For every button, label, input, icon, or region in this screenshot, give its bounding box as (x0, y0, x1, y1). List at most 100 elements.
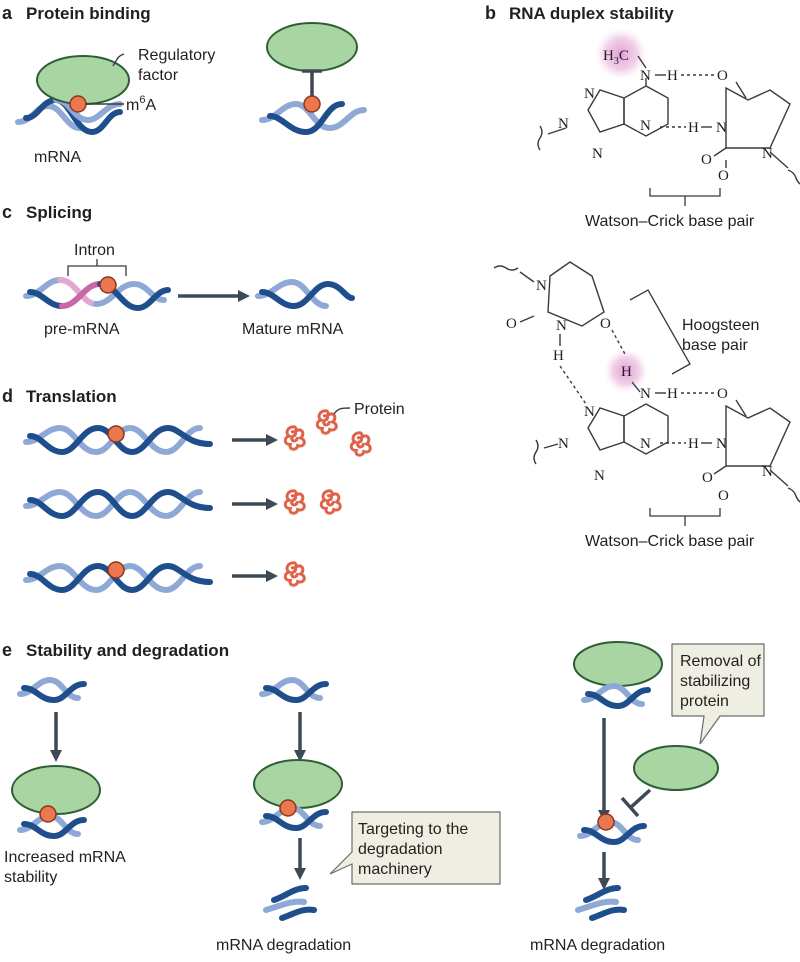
watson-crick-label-1: Watson–Crick base pair (585, 213, 755, 230)
mrna-strand-a2 (259, 100, 367, 136)
removal-callout (671, 643, 765, 745)
svg-text:N: N (584, 86, 595, 102)
targeting-label-3: machinery (358, 861, 432, 878)
panel-e: e Stability and degradation Increased mR… (2, 640, 765, 954)
panel-title-b: RNA duplex stability (509, 4, 674, 23)
mrna-label-a: mRNA (34, 149, 81, 166)
panel-letter-a: a (2, 3, 13, 23)
wc-bracket-2 (649, 508, 721, 517)
adenine-bottom: N H O N N N N H (533, 381, 728, 484)
hoogsteen-label-1: Hoogsteen (682, 317, 759, 334)
intron-bracket (67, 265, 127, 276)
translation-row-1 (23, 409, 372, 457)
panel-letter-c: c (2, 202, 12, 222)
m6a-marker-d3 (107, 561, 125, 579)
svg-text:H: H (553, 348, 564, 364)
increased-label-2: stability (4, 869, 57, 886)
m6a-marker-a2 (303, 95, 321, 113)
uracil-bottom: N N O O (702, 399, 800, 504)
svg-text:H: H (667, 68, 678, 84)
wc-bracket-1 (649, 188, 721, 197)
splice-arrowhead (238, 290, 250, 302)
svg-text:O: O (718, 488, 729, 504)
regulatory-factor-a2 (266, 22, 358, 72)
protein-leader (333, 407, 351, 415)
factor-leader (112, 53, 125, 67)
svg-text:N: N (594, 468, 605, 484)
svg-text:O: O (506, 316, 517, 332)
svg-text:N: N (558, 116, 569, 132)
targeting-callout (329, 811, 501, 885)
targeting-label-2: degradation (358, 841, 443, 858)
panel-letter-b: b (485, 3, 496, 23)
svg-text:O: O (717, 68, 728, 84)
svg-text:N: N (640, 436, 651, 452)
svg-text:O: O (718, 168, 729, 184)
svg-text:H: H (667, 386, 678, 402)
hoogsteen-glow (604, 349, 648, 393)
svg-text:N: N (640, 68, 651, 84)
hoogsteen-bracket (629, 289, 691, 375)
svg-text:N: N (640, 386, 651, 402)
panel-title-a: Protein binding (26, 4, 151, 23)
uracil-hoogsteen: N O N O H (493, 261, 611, 405)
svg-text:O: O (702, 470, 713, 486)
svg-text:O: O (717, 386, 728, 402)
translation-row-3 (23, 561, 306, 594)
svg-text:N: N (584, 404, 595, 420)
methyl-group-label: H3C (603, 48, 629, 67)
mature-mrna-strand (255, 278, 355, 310)
m6a-marker-a1 (69, 95, 87, 113)
svg-text:N: N (716, 120, 727, 136)
svg-text:N: N (556, 318, 567, 334)
uracil-top: N N O O (701, 81, 800, 185)
mrna-strand-a1 (15, 96, 123, 136)
panel-b: b RNA duplex stability H3C N H O N N N N… (485, 3, 800, 550)
panel-title-e: Stability and degradation (26, 641, 229, 660)
stability-column-2 (253, 676, 343, 921)
panel-c: c Splicing Intron pre-mRNA Mature mRNA (2, 202, 355, 338)
svg-text:H: H (688, 120, 699, 136)
svg-text:N: N (640, 118, 651, 134)
panel-a: a Protein binding m6A Regulatory factor … (2, 3, 367, 166)
svg-text:O: O (701, 152, 712, 168)
hoogsteen-label-2: base pair (682, 337, 748, 354)
removal-label-1: Removal of (680, 653, 761, 670)
panel-letter-d: d (2, 386, 13, 406)
increased-label-1: Increased mRNA (4, 849, 126, 866)
removal-label-3: protein (680, 693, 729, 710)
panel-title-c: Splicing (26, 203, 92, 222)
mature-mrna-label: Mature mRNA (242, 321, 344, 338)
protein-label: Protein (354, 401, 405, 418)
removal-label-2: stabilizing (680, 673, 750, 690)
m6a-marker-d1 (107, 425, 125, 443)
targeting-label-1: Targeting to the (358, 821, 468, 838)
watson-crick-label-2: Watson–Crick base pair (585, 533, 755, 550)
svg-text:N: N (536, 278, 547, 294)
svg-text:O: O (600, 316, 611, 332)
translation-row-2 (23, 488, 342, 520)
svg-text:N: N (558, 436, 569, 452)
hoogsteen-hbond (611, 329, 627, 357)
pre-mrna-label: pre-mRNA (44, 321, 120, 338)
methyl-glow (595, 28, 647, 80)
svg-text:H: H (688, 436, 699, 452)
degradation-label-2: mRNA degradation (530, 937, 665, 954)
pre-mrna-strand (23, 277, 171, 312)
hoogsteen-h: H (621, 364, 632, 380)
svg-text:N: N (762, 464, 773, 480)
intron-label: Intron (74, 242, 115, 259)
degradation-label-1: mRNA degradation (216, 937, 351, 954)
regulatory-label-2: factor (138, 67, 179, 84)
stability-column-3 (573, 641, 719, 921)
m6a-marker-c (99, 276, 117, 294)
stability-column-1 (11, 676, 101, 840)
svg-text:N: N (592, 146, 603, 162)
panel-d: d Translation Protein (2, 386, 405, 594)
regulatory-label-1: Regulatory (138, 47, 215, 64)
m6a-label: m6A (126, 94, 156, 114)
svg-text:N: N (762, 146, 773, 162)
svg-text:N: N (716, 436, 727, 452)
panel-title-d: Translation (26, 387, 117, 406)
